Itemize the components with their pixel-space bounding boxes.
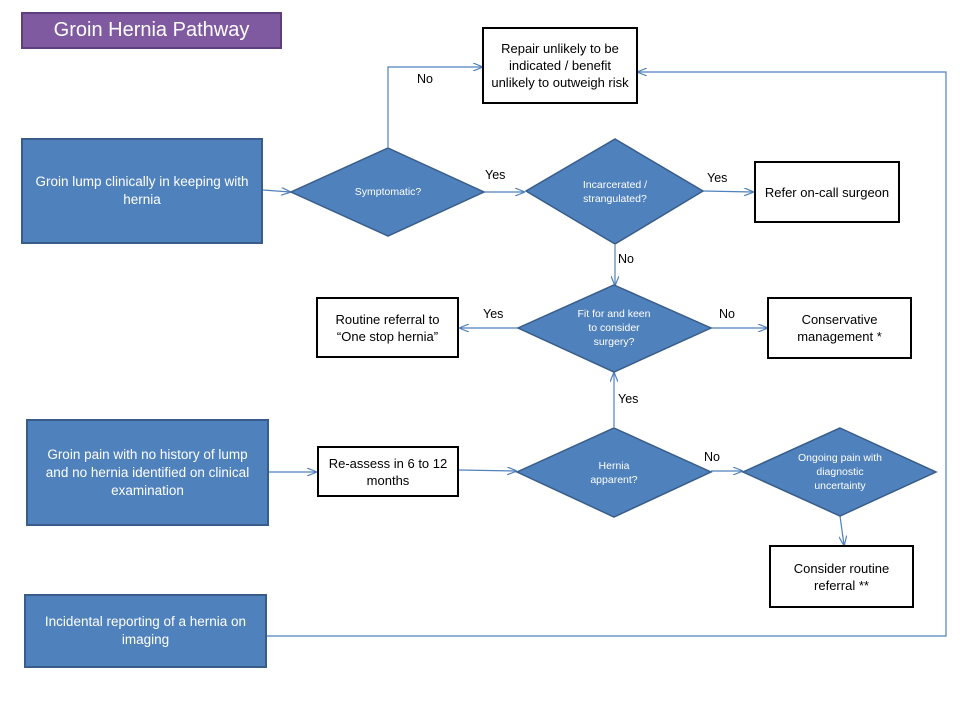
edge-label-symptomatic-yes: Yes xyxy=(485,168,506,182)
box-reassess: Re-assess in 6 to 12 months xyxy=(317,446,459,497)
box-routine-onestop: Routine referral to “One stop hernia” xyxy=(316,297,459,358)
decision-hernia-apparent xyxy=(515,427,713,518)
decision-label-incarcerated: Incarcerated / strangulated? xyxy=(582,179,648,205)
edge-label-incarcerated-no: No xyxy=(618,252,634,266)
box-repair-unlikely: Repair unlikely to be indicated / benefi… xyxy=(482,27,638,104)
edge-label-incarcerated-yes: Yes xyxy=(707,171,728,185)
connector-incidental-to-repair xyxy=(267,72,947,637)
box-groin-pain: Groin pain with no history of lump and n… xyxy=(26,419,269,526)
box-refer-oncall: Refer on-call surgeon xyxy=(754,161,900,223)
box-incidental: Incidental reporting of a hernia on imag… xyxy=(24,594,267,668)
edge-label-hernia-yes: Yes xyxy=(618,392,639,406)
decision-symptomatic xyxy=(289,147,486,237)
decision-ongoing-pain xyxy=(741,427,938,517)
decision-label-hernia-apparent: Hernia apparent? xyxy=(590,460,638,486)
connector-symptomatic-no xyxy=(387,67,482,147)
decision-label-symptomatic: Symptomatic? xyxy=(354,186,422,198)
edge-label-hernia-no: No xyxy=(704,450,720,464)
box-groin-lump: Groin lump clinically in keeping with he… xyxy=(21,138,263,244)
box-consider-routine: Consider routine referral ** xyxy=(769,545,914,608)
edge-label-symptomatic-no: No xyxy=(417,72,433,86)
decision-label-ongoing-pain: Ongoing pain with diagnostic uncertainty xyxy=(797,452,883,492)
decision-label-fit-keen: Fit for and keen to consider surgery? xyxy=(577,308,651,348)
edge-label-fit-no: No xyxy=(719,307,735,321)
edge-label-fit-yes: Yes xyxy=(483,307,504,321)
decision-incarcerated xyxy=(524,138,705,245)
box-conservative: Conservative management * xyxy=(767,297,912,359)
connector-lump-to-symptomatic xyxy=(262,190,290,192)
page-title: Groin Hernia Pathway xyxy=(21,12,282,49)
connector-ongoing-to-consider xyxy=(840,515,844,545)
connector-incarcerated-yes xyxy=(702,191,753,192)
decision-fit-keen xyxy=(516,284,713,373)
connector-reassess-to-hernia xyxy=(458,470,516,471)
